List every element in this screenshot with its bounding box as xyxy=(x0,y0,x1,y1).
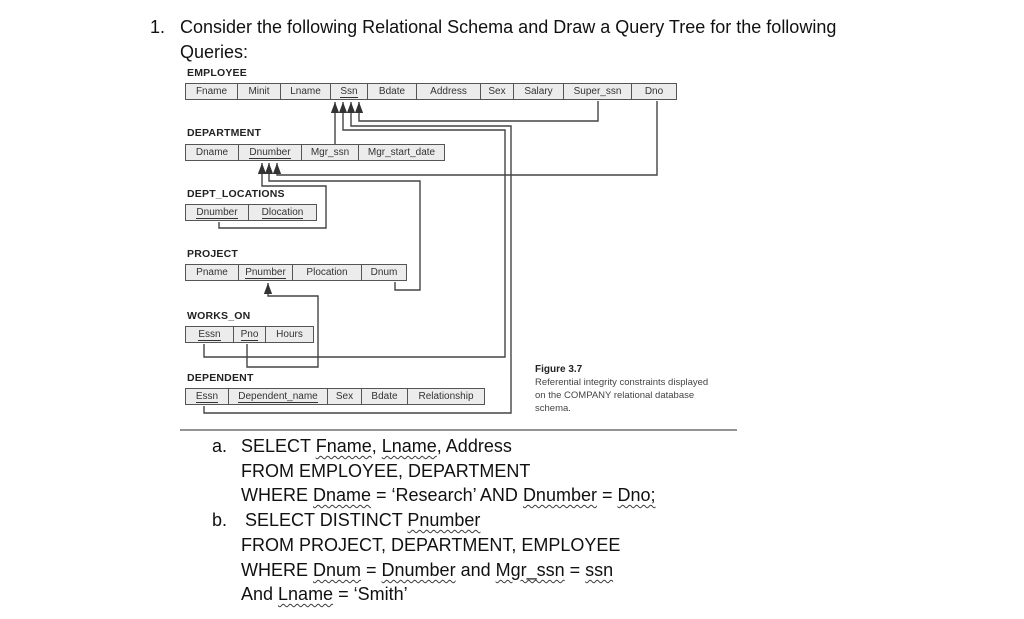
query-b-line-2: FROM PROJECT, DEPARTMENT, EMPLOYEE xyxy=(241,535,621,555)
column-dependent-name: Dependent_name xyxy=(229,389,328,404)
project-table: Pname Pnumber Plocation Dnum xyxy=(185,264,407,281)
column-dno: Dno xyxy=(644,86,664,97)
column-bdate: Bdate xyxy=(362,389,408,404)
query-b-marker: b. xyxy=(212,510,228,530)
column-sex: Sex xyxy=(481,84,514,99)
column-fname: Fname xyxy=(186,84,238,99)
works-on-label: WORKS_ON xyxy=(187,310,251,322)
column-address: Address xyxy=(417,84,481,99)
column-dnum: Dnum xyxy=(370,267,398,278)
query-a-line-1: SELECT Fname, Lname, Address xyxy=(241,436,512,456)
caption-line: Referential integrity constraints displa… xyxy=(535,377,709,388)
dept-locations-label: DEPT_LOCATIONS xyxy=(187,188,285,200)
query-a-marker: a. xyxy=(212,436,228,456)
figure-caption: Figure 3.7 Referential integrity constra… xyxy=(535,363,708,415)
column-pno: Pno xyxy=(234,327,266,342)
question-number: 1. xyxy=(150,17,166,37)
column-lname: Lname xyxy=(281,84,331,99)
column-plocation: Plocation xyxy=(293,265,362,280)
column-hours: Hours xyxy=(276,329,303,340)
column-minit: Minit xyxy=(238,84,281,99)
column-pname: Pname xyxy=(186,265,239,280)
column-mgr-start-date: Mgr_start_date xyxy=(367,147,436,158)
column-bdate: Bdate xyxy=(368,84,417,99)
question-text-2: Queries: xyxy=(180,42,249,62)
column-dlocation: Dlocation xyxy=(261,206,304,219)
column-relationship: Relationship xyxy=(418,391,474,402)
caption-line: schema. xyxy=(535,403,571,414)
column-essn: Essn xyxy=(186,327,234,342)
employee-label: EMPLOYEE xyxy=(187,67,247,79)
column-super-ssn: Super_ssn xyxy=(564,84,632,99)
department-label: DEPARTMENT xyxy=(187,127,262,139)
query-b-line-3: WHERE Dnum = Dnumber and Mgr_ssn = ssn xyxy=(241,560,614,580)
column-salary: Salary xyxy=(514,84,564,99)
project-label: PROJECT xyxy=(187,248,238,260)
query-b-line-4: And Lname = ‘Smith’ xyxy=(241,584,408,604)
column-mgr-ssn: Mgr_ssn xyxy=(302,145,359,160)
column-dname: Dname xyxy=(186,145,239,160)
works-on-table: Essn Pno Hours xyxy=(185,326,314,343)
column-sex: Sex xyxy=(328,389,362,404)
column-dnumber: Dnumber xyxy=(186,205,249,220)
dept-locations-table: Dnumber Dlocation xyxy=(185,204,317,221)
dependent-table: Essn Dependent_name Sex Bdate Relationsh… xyxy=(185,388,485,405)
query-b-line-1: SELECT DISTINCT Pnumber xyxy=(245,510,481,530)
caption-line: on the COMPANY relational database xyxy=(535,390,695,401)
column-pnumber: Pnumber xyxy=(239,265,293,280)
column-essn: Essn xyxy=(186,389,229,404)
dependent-label: DEPENDENT xyxy=(187,372,254,384)
employee-table: Fname Minit Lname Ssn Bdate Address Sex … xyxy=(185,83,677,100)
column-ssn: Ssn xyxy=(331,84,368,99)
department-table: Dname Dnumber Mgr_ssn Mgr_start_date xyxy=(185,144,445,161)
query-a-line-2: FROM EMPLOYEE, DEPARTMENT xyxy=(241,461,531,481)
column-dnumber: Dnumber xyxy=(239,145,302,160)
query-a-line-3: WHERE Dname = ‘Research’ AND Dnumber = D… xyxy=(241,485,656,505)
figure-title: Figure 3.7 xyxy=(535,364,583,375)
question-text: Consider the following Relational Schema… xyxy=(180,17,837,37)
